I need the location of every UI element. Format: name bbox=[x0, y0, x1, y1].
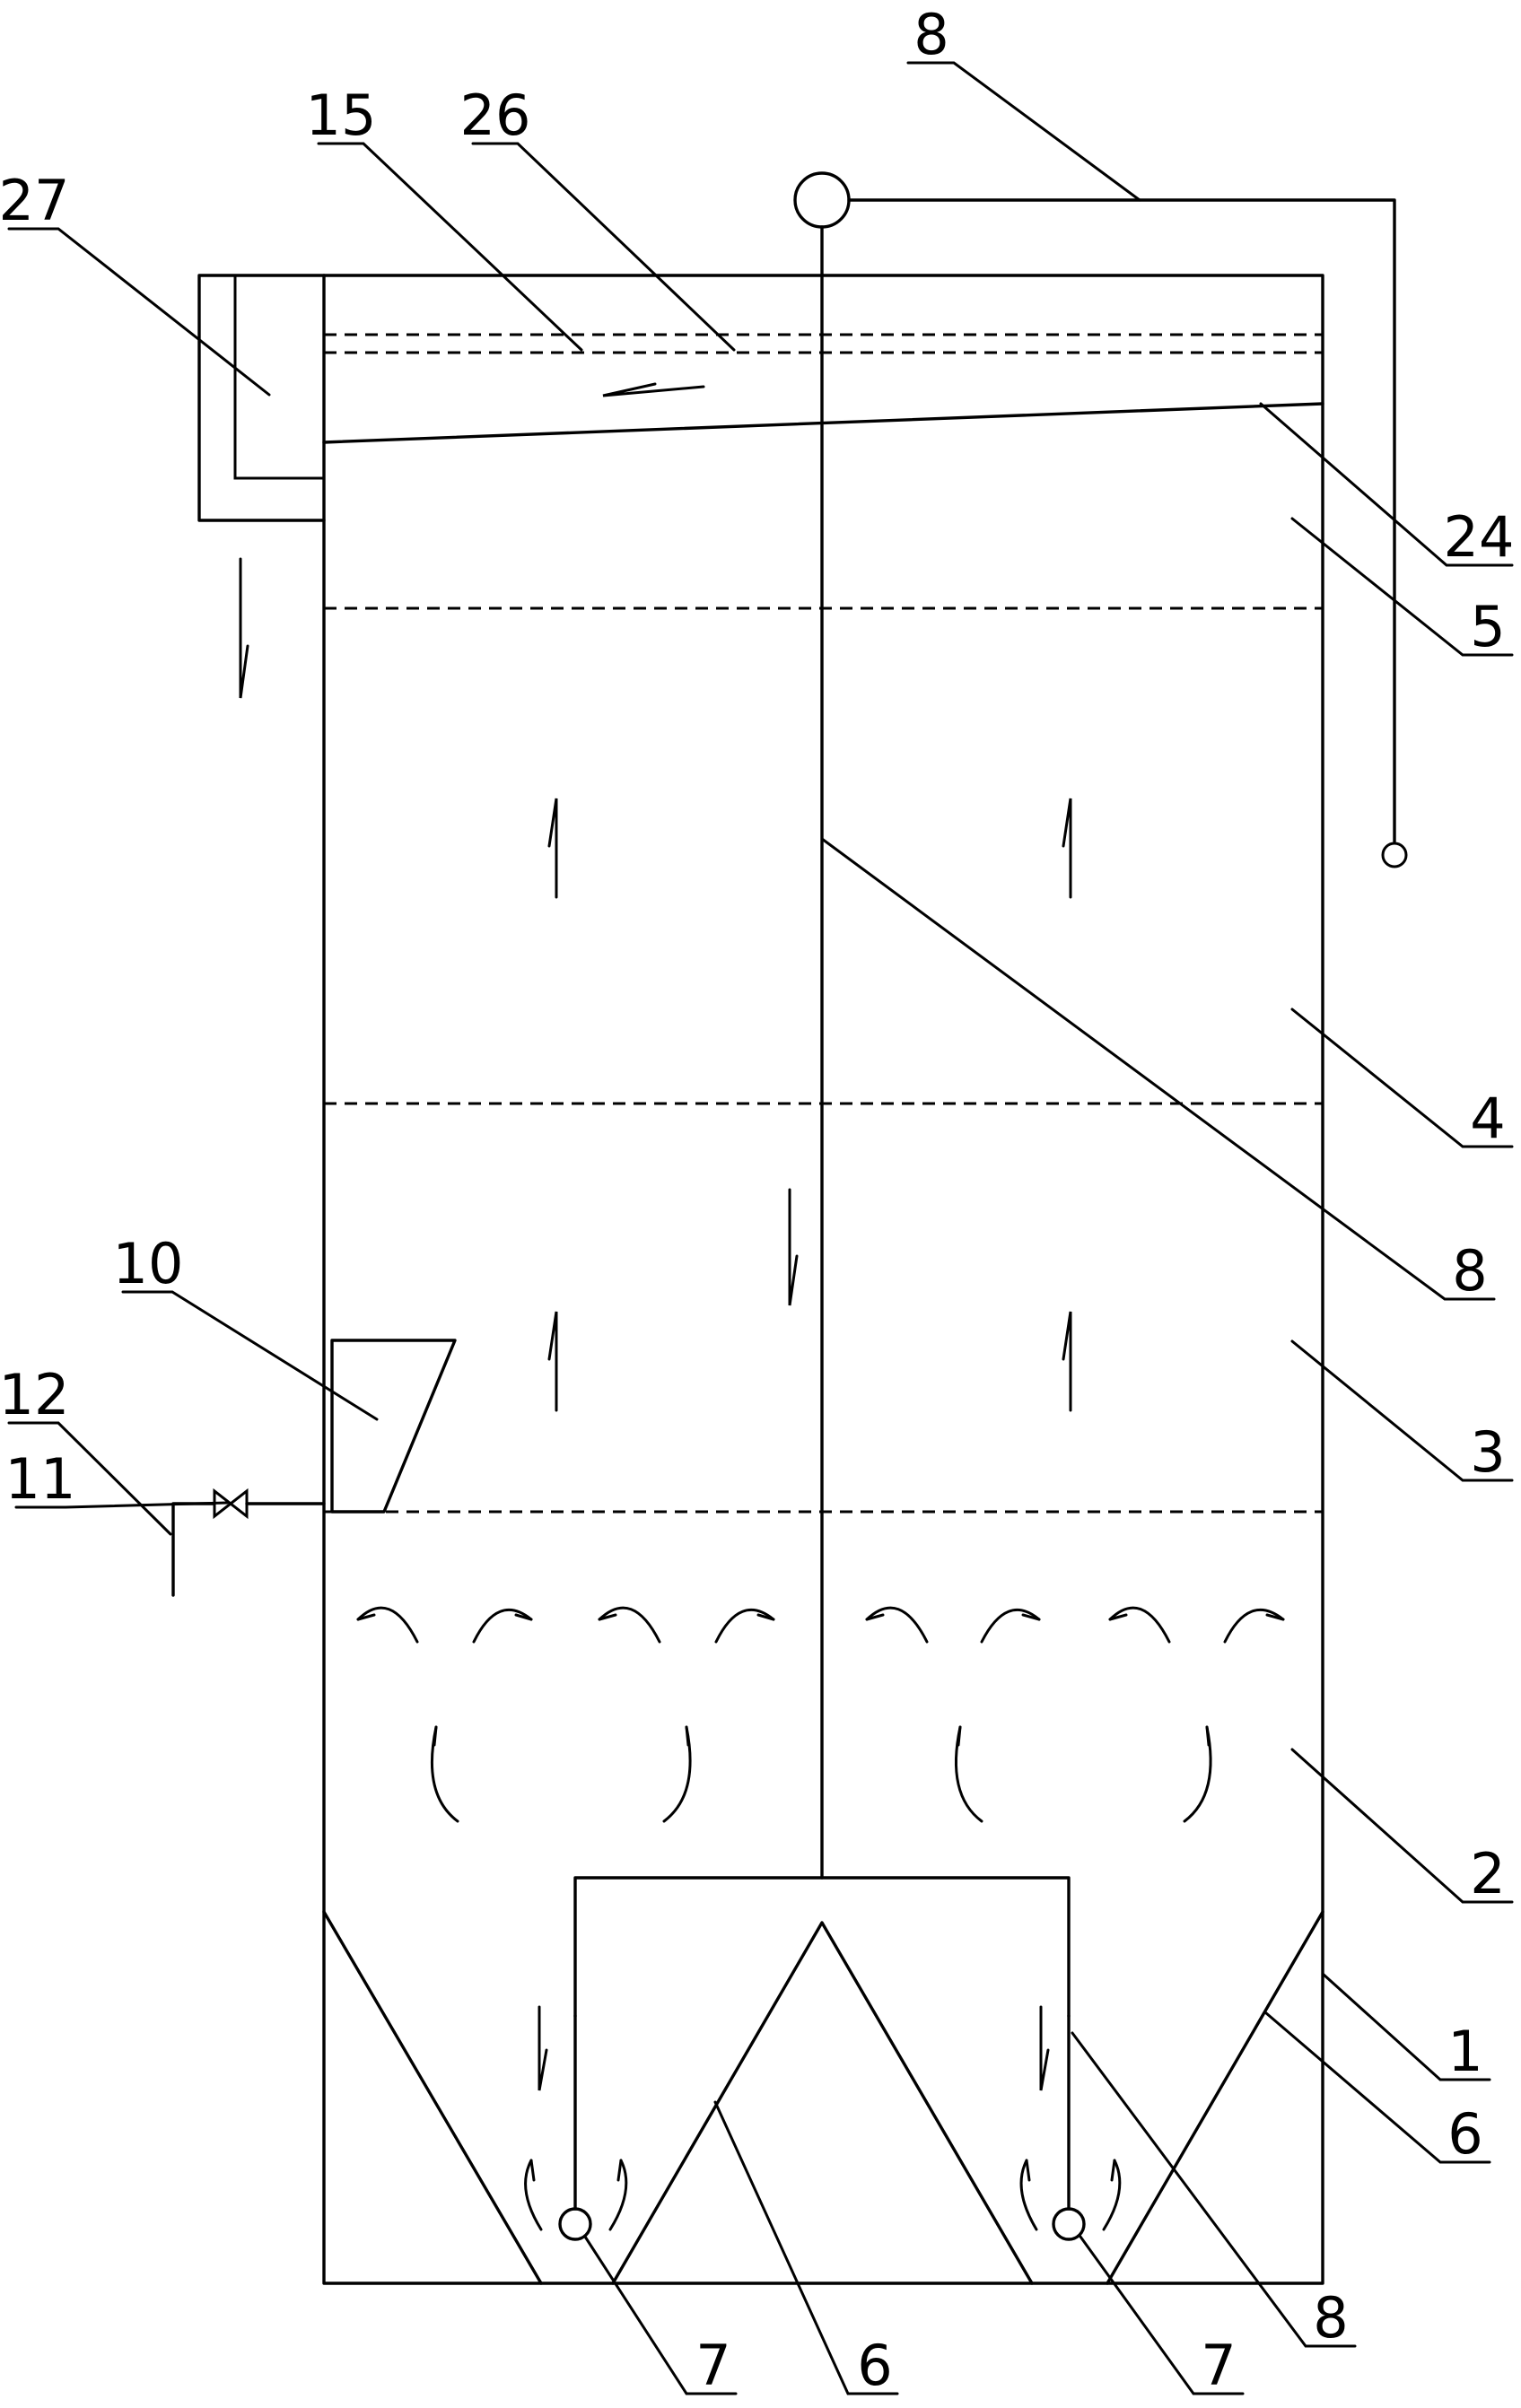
label-5: 5 bbox=[1470, 594, 1505, 659]
leader-lines bbox=[7, 61, 1514, 2395]
label-10: 10 bbox=[113, 1231, 184, 1296]
label-26: 26 bbox=[460, 83, 531, 148]
label-7-right: 7 bbox=[1201, 2333, 1236, 2398]
discharge-hopper bbox=[171, 1339, 457, 1597]
label-11: 11 bbox=[5, 1446, 76, 1512]
gas-pipe bbox=[558, 171, 1408, 2241]
label-1: 1 bbox=[1447, 2019, 1482, 2084]
label-6-right: 6 bbox=[1447, 2101, 1482, 2167]
label-6-bottom: 6 bbox=[857, 2333, 892, 2398]
aerator-right-icon bbox=[1052, 2207, 1086, 2241]
aerator-left-icon bbox=[558, 2207, 592, 2241]
label-3: 3 bbox=[1470, 1419, 1505, 1485]
label-2: 2 bbox=[1470, 1841, 1505, 1906]
valve-icon bbox=[213, 1488, 249, 1520]
label-7-left: 7 bbox=[695, 2333, 730, 2398]
label-4: 4 bbox=[1470, 1086, 1505, 1151]
sloped-plates bbox=[322, 1910, 1324, 2285]
label-15: 15 bbox=[306, 83, 377, 148]
label-27: 27 bbox=[0, 168, 69, 233]
label-8-mid: 8 bbox=[1452, 1238, 1487, 1304]
label-12: 12 bbox=[0, 1362, 69, 1427]
label-8-bottom: 8 bbox=[1313, 2285, 1348, 2351]
label-24: 24 bbox=[1444, 504, 1515, 570]
flow-arrows bbox=[239, 382, 1285, 2231]
pump-icon bbox=[793, 171, 851, 229]
label-8-top: 8 bbox=[913, 2, 948, 67]
overflow-box bbox=[197, 274, 326, 522]
pipe-end-icon bbox=[1381, 842, 1408, 868]
